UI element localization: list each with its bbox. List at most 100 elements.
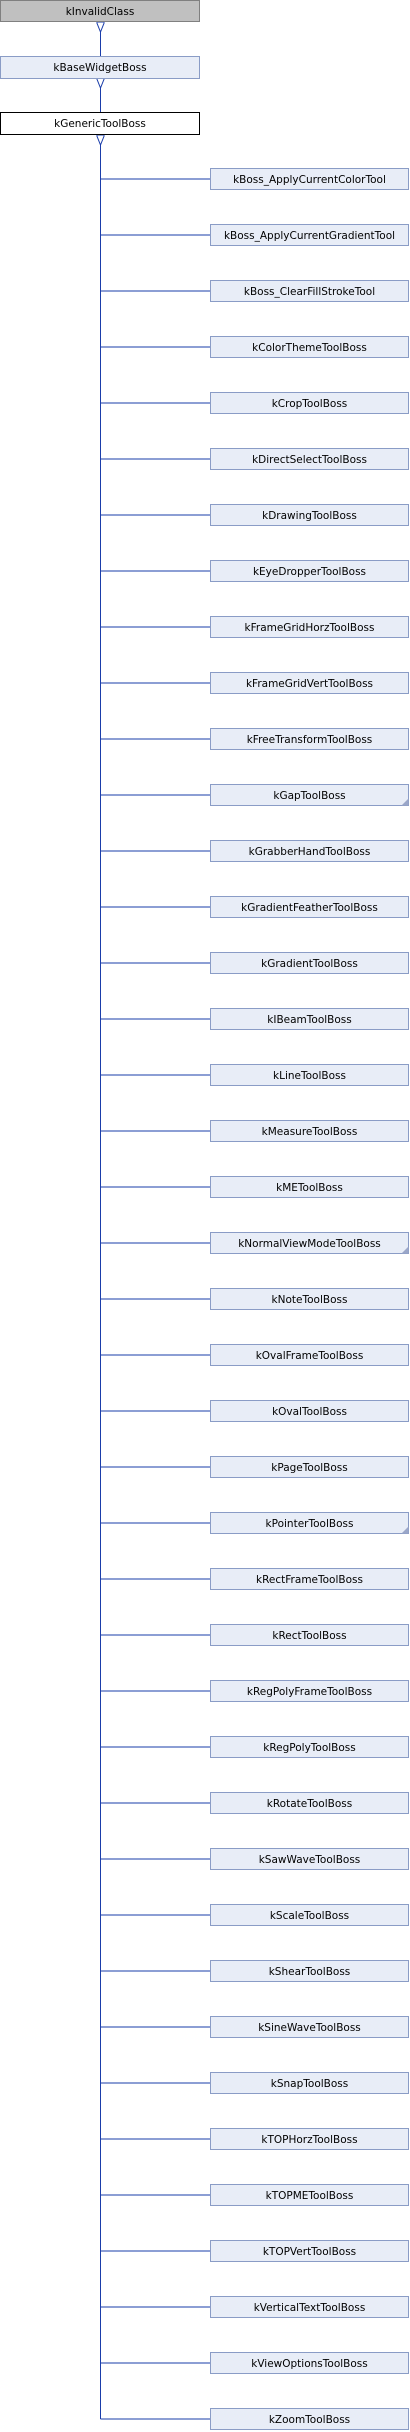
derived-class-box [210,952,409,974]
derived-class-box [210,1176,409,1198]
derived-class-box [210,448,409,470]
derived-class-node[interactable]: kLineToolBoss [210,1064,409,1086]
derived-class-node[interactable]: kFreeTransformToolBoss [210,728,409,750]
node-root[interactable]: kInvalidClass [0,0,200,22]
node-current-label: kGenericToolBoss [54,118,146,130]
derived-class-box [210,2128,409,2150]
derived-class-label: kPageToolBoss [271,1462,347,1474]
derived-class-label: kOvalToolBoss [272,1406,347,1418]
derived-class-node[interactable]: kGradientFeatherToolBoss [210,896,409,918]
derived-class-label: kMEToolBoss [276,1182,343,1194]
node-current[interactable]: kGenericToolBoss [0,112,200,135]
derived-class-box [210,1120,409,1142]
derived-class-label: kRegPolyToolBoss [263,1742,356,1754]
derived-class-node[interactable]: kScaleToolBoss [210,1904,409,1926]
derived-class-box [210,1064,409,1086]
derived-class-label: kSnapToolBoss [271,2078,348,2090]
derived-class-label: kEyeDropperToolBoss [253,566,366,578]
derived-class-node[interactable]: kMeasureToolBoss [210,1120,409,1142]
derived-class-node[interactable]: kNormalViewModeToolBoss [210,1232,409,1254]
derived-class-box [210,2184,409,2206]
derived-class-box [210,336,409,358]
derived-class-node[interactable]: kPointerToolBoss [210,1512,409,1534]
derived-class-box [210,2352,409,2374]
derived-class-node[interactable]: kRectFrameToolBoss [210,1568,409,1590]
inheritance-edges [101,32,211,2420]
derived-class-label: kLineToolBoss [273,1070,346,1082]
derived-class-node[interactable]: kOvalFrameToolBoss [210,1344,409,1366]
derived-class-node[interactable]: kGapToolBoss [210,784,409,806]
derived-class-node[interactable]: kOvalToolBoss [210,1400,409,1422]
derived-class-node[interactable]: kIBeamToolBoss [210,1008,409,1030]
derived-class-node[interactable]: kTOPVertToolBoss [210,2240,409,2262]
derived-class-label: kIBeamToolBoss [267,1014,351,1026]
derived-class-label: kViewOptionsToolBoss [251,2358,367,2370]
derived-class-box [210,168,409,190]
derived-class-box [210,1904,409,1926]
derived-class-box [210,784,409,806]
derived-class-box [210,504,409,526]
derived-class-label: kGrabberHandToolBoss [249,846,371,858]
derived-class-label: kNormalViewModeToolBoss [238,1238,381,1250]
derived-class-node[interactable]: kFrameGridHorzToolBoss [210,616,409,638]
derived-class-node[interactable]: kGradientToolBoss [210,952,409,974]
derived-class-node[interactable]: kShearToolBoss [210,1960,409,1982]
node-base-label: kBaseWidgetBoss [53,62,146,74]
derived-class-label: kRotateToolBoss [267,1798,352,1810]
derived-class-box [210,2408,409,2430]
derived-class-box [210,1456,409,1478]
derived-class-node[interactable]: kSnapToolBoss [210,2072,409,2094]
derived-class-label: kColorThemeToolBoss [252,342,367,354]
derived-class-label: kTOPHorzToolBoss [261,2134,357,2146]
folded-corner-icon [401,1526,409,1534]
derived-class-node[interactable]: kPageToolBoss [210,1456,409,1478]
derived-class-node[interactable]: kTOPMEToolBoss [210,2184,409,2206]
derived-class-box [210,2072,409,2094]
derived-class-node[interactable]: kEyeDropperToolBoss [210,560,409,582]
derived-class-box [210,1512,409,1534]
node-base[interactable]: kBaseWidgetBoss [0,56,200,79]
derived-class-node[interactable]: kMEToolBoss [210,1176,409,1198]
derived-class-label: kScaleToolBoss [270,1910,349,1922]
derived-class-node[interactable]: kNoteToolBoss [210,1288,409,1310]
derived-class-node[interactable]: kGrabberHandToolBoss [210,840,409,862]
derived-class-node[interactable]: kBoss_ApplyCurrentColorTool [210,168,409,190]
derived-class-node[interactable]: kRotateToolBoss [210,1792,409,1814]
derived-class-box [210,1792,409,1814]
derived-class-label: kFrameGridVertToolBoss [246,678,373,690]
derived-class-node[interactable]: kTOPHorzToolBoss [210,2128,409,2150]
derived-class-node[interactable]: kRegPolyFrameToolBoss [210,1680,409,1702]
derived-class-node[interactable]: kRegPolyToolBoss [210,1736,409,1758]
derived-class-label: kFrameGridHorzToolBoss [245,622,375,634]
derived-class-box [210,1232,409,1254]
derived-class-box [210,1400,409,1422]
derived-class-label: kBoss_ApplyCurrentGradientTool [224,230,395,242]
derived-class-box [210,1568,409,1590]
derived-class-node[interactable]: kZoomToolBoss [210,2408,409,2430]
derived-class-label: kVerticalTextToolBoss [254,2302,366,2314]
derived-class-node[interactable]: kRectToolBoss [210,1624,409,1646]
derived-class-node[interactable]: kBoss_ApplyCurrentGradientTool [210,224,409,246]
derived-class-node[interactable]: kDrawingToolBoss [210,504,409,526]
derived-class-box [210,2240,409,2262]
derived-class-label: kGradientFeatherToolBoss [241,902,378,914]
derived-class-label: kTOPVertToolBoss [263,2246,356,2258]
derived-class-label: kTOPMEToolBoss [266,2190,354,2202]
derived-class-node[interactable]: kSineWaveToolBoss [210,2016,409,2038]
derived-class-box [210,2296,409,2318]
derived-class-node[interactable]: kBoss_ClearFillStrokeTool [210,280,409,302]
derived-class-node[interactable]: kDirectSelectToolBoss [210,448,409,470]
derived-class-node[interactable]: kVerticalTextToolBoss [210,2296,409,2318]
derived-class-box [210,616,409,638]
derived-class-node[interactable]: kSawWaveToolBoss [210,1848,409,1870]
derived-class-label: kCropToolBoss [272,398,348,410]
derived-class-node[interactable]: kFrameGridVertToolBoss [210,672,409,694]
derived-class-box [210,224,409,246]
derived-class-label: kDrawingToolBoss [262,510,357,522]
derived-class-label: kDirectSelectToolBoss [252,454,367,466]
derived-class-box [210,560,409,582]
folded-corner-icon [401,798,409,806]
derived-class-node[interactable]: kCropToolBoss [210,392,409,414]
derived-class-node[interactable]: kColorThemeToolBoss [210,336,409,358]
derived-class-node[interactable]: kViewOptionsToolBoss [210,2352,409,2374]
